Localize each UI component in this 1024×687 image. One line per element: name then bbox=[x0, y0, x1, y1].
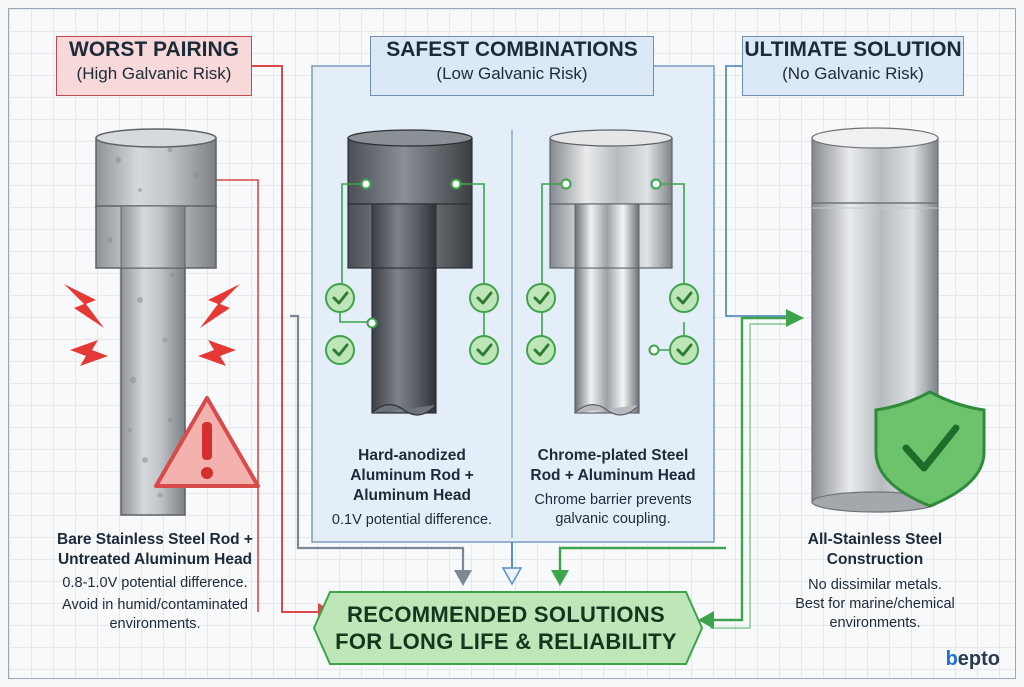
logo-mark: b bbox=[945, 648, 958, 670]
chrome-note-1: Chrome barrier prevents bbox=[534, 492, 692, 508]
worst-pairing-title: WORST PAIRING bbox=[69, 38, 239, 61]
blue-arrowhead bbox=[501, 567, 523, 586]
green-arrowhead-left bbox=[698, 611, 714, 629]
shield-check-icon bbox=[874, 390, 986, 508]
anodized-rod-illustration bbox=[347, 129, 473, 416]
worst-caption: Bare Stainless Steel Rod + Untreated Alu… bbox=[30, 530, 280, 634]
worst-pairing-header: WORST PAIRING (High Galvanic Risk) bbox=[56, 36, 252, 96]
ultimate-caption: All-Stainless Steel Construction No diss… bbox=[770, 530, 980, 633]
chrome-caption: Chrome-plated Steel Rod + Aluminum Head … bbox=[516, 446, 710, 529]
worst-note-1: 0.8-1.0V potential difference. bbox=[62, 575, 248, 591]
ultimate-caption-line-1: All-Stainless Steel bbox=[807, 531, 943, 548]
chrome-caption-line-2: Rod + Aluminum Head bbox=[530, 467, 696, 484]
bepto-logo: bepto bbox=[946, 648, 1000, 671]
worst-pairing-subtitle: (High Galvanic Risk) bbox=[76, 64, 232, 83]
ultimate-solution-header: ULTIMATE SOLUTION (No Galvanic Risk) bbox=[742, 36, 964, 96]
check-circle-icon bbox=[325, 283, 699, 365]
ultimate-note-1: No dissimilar metals. bbox=[808, 577, 942, 593]
logo-text: epto bbox=[957, 648, 1000, 670]
safest-combinations-subtitle: (Low Galvanic Risk) bbox=[436, 64, 588, 83]
anodized-caption-line-2: Aluminum Rod + bbox=[350, 467, 474, 484]
green-arrowhead bbox=[551, 570, 569, 586]
banner-shape bbox=[312, 591, 704, 665]
green-return-line bbox=[710, 316, 790, 622]
anodized-caption: Hard-anodized Aluminum Rod + Aluminum He… bbox=[316, 446, 508, 530]
ultimate-caption-line-2: Construction bbox=[826, 551, 924, 568]
warning-triangle-icon bbox=[154, 396, 260, 488]
worst-caption-line-1: Bare Stainless Steel Rod + bbox=[57, 531, 253, 548]
lightning-icon bbox=[64, 284, 240, 366]
ultimate-note-3: environments. bbox=[829, 615, 921, 631]
worst-note-3: environments. bbox=[109, 616, 201, 632]
ultimate-solution-title: ULTIMATE SOLUTION bbox=[744, 38, 962, 61]
ultimate-note-2: Best for marine/chemical bbox=[795, 596, 955, 612]
anodized-note: 0.1V potential difference. bbox=[331, 512, 493, 528]
green-arrowhead-right bbox=[786, 309, 804, 327]
ultimate-solution-subtitle: (No Galvanic Risk) bbox=[782, 64, 924, 83]
corrosion-pointer-line bbox=[210, 179, 259, 612]
chrome-note-2: galvanic coupling. bbox=[555, 511, 671, 527]
ultimate-connector-line bbox=[725, 65, 790, 317]
worst-caption-line-2: Untreated Aluminum Head bbox=[57, 551, 253, 568]
anodized-caption-line-3: Aluminum Head bbox=[353, 487, 471, 504]
gray-connector-line bbox=[290, 314, 465, 572]
safest-combinations-title: SAFEST COMBINATIONS bbox=[386, 38, 638, 61]
banner-line-1: RECOMMENDED SOLUTIONS bbox=[347, 602, 665, 627]
chrome-caption-line-1: Chrome-plated Steel bbox=[537, 447, 689, 464]
gray-arrowhead bbox=[454, 570, 472, 586]
worst-note-2: Avoid in humid/contaminated bbox=[62, 597, 248, 613]
recommended-solutions-banner: RECOMMENDED SOLUTIONS FOR LONG LIFE & RE… bbox=[310, 590, 702, 666]
anodized-caption-line-1: Hard-anodized bbox=[358, 447, 466, 464]
chrome-rod-illustration bbox=[549, 129, 673, 416]
banner-line-2: FOR LONG LIFE & RELIABILITY bbox=[335, 629, 677, 654]
worst-connector-line bbox=[252, 65, 318, 613]
safest-combinations-header: SAFEST COMBINATIONS (Low Galvanic Risk) bbox=[370, 36, 654, 96]
green-connector-line bbox=[558, 546, 726, 572]
